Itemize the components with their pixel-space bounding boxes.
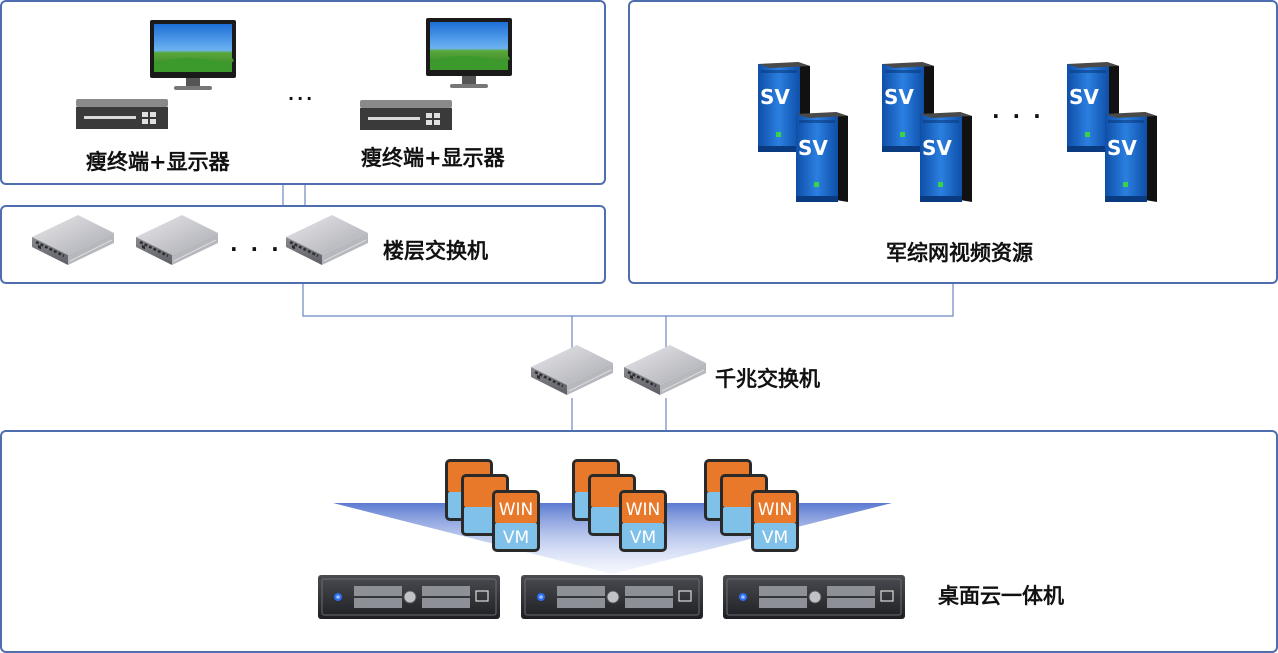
floor-switch-ellipsis: · · · bbox=[230, 237, 282, 261]
thin-terminal-icon-1 bbox=[76, 99, 168, 129]
video-resources-label: 军综网视频资源 bbox=[886, 241, 1033, 265]
monitor-icon-2 bbox=[426, 18, 512, 88]
sv-label-1: SV bbox=[760, 85, 790, 109]
sv-label-2: SV bbox=[798, 136, 828, 160]
connection-lines bbox=[282, 185, 954, 430]
floor-switch-icon-2 bbox=[134, 213, 220, 267]
vm-vm-label-2: VM bbox=[630, 528, 656, 548]
video-server-ellipsis: · · · bbox=[992, 104, 1044, 128]
terminal-label-2: 瘦终端+显示器 bbox=[361, 146, 505, 170]
rack-server-icon-3 bbox=[722, 574, 906, 620]
gigabit-switch-icon-2 bbox=[622, 343, 708, 397]
terminal-ellipsis: ... bbox=[288, 85, 316, 104]
vm-win-label-2: WIN bbox=[626, 500, 661, 520]
sv-label-4: SV bbox=[922, 136, 952, 160]
floor-switch-label: 楼层交换机 bbox=[383, 239, 488, 263]
thin-terminal-icon-2 bbox=[360, 100, 452, 130]
rack-server-icon-1 bbox=[317, 574, 501, 620]
gigabit-switch-label: 千兆交换机 bbox=[715, 367, 820, 391]
vm-win-label-3: WIN bbox=[758, 500, 793, 520]
rack-server-icon-2 bbox=[520, 574, 704, 620]
gigabit-switch-icon-1 bbox=[529, 343, 615, 397]
terminal-label-1: 瘦终端+显示器 bbox=[86, 150, 230, 174]
vm-vm-label-3: VM bbox=[762, 528, 788, 548]
vm-vm-label-1: VM bbox=[503, 528, 529, 548]
sv-label-3: SV bbox=[884, 85, 914, 109]
floor-switch-icon-3 bbox=[284, 213, 370, 267]
vm-win-label-1: WIN bbox=[499, 500, 534, 520]
sv-label-5: SV bbox=[1069, 85, 1099, 109]
sv-label-6: SV bbox=[1107, 136, 1137, 160]
floor-switch-icon-1 bbox=[30, 213, 116, 267]
monitor-icon-1 bbox=[150, 20, 236, 90]
desktop-cloud-label: 桌面云一体机 bbox=[938, 584, 1064, 608]
